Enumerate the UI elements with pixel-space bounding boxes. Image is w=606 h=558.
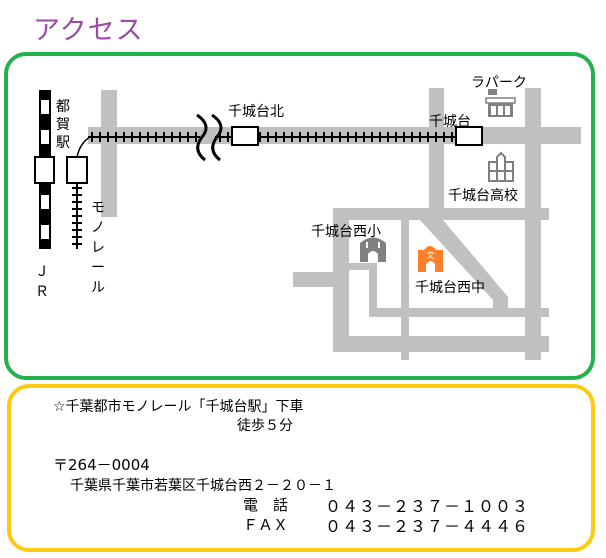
map-break-icon <box>196 113 223 162</box>
fax-label: ＦＡＸ <box>243 516 289 534</box>
chishirodai-label: 千城台 <box>429 114 471 130</box>
store-icon <box>485 89 516 117</box>
road <box>525 88 541 360</box>
road <box>333 208 349 350</box>
roads <box>88 88 581 360</box>
chishirodai-station-box <box>455 126 483 146</box>
middle-school-icon: 文 <box>418 246 443 272</box>
svg-text:文: 文 <box>427 250 435 260</box>
elementary-school-label: 千城台西小 <box>311 224 381 240</box>
lapark-label: ラパーク <box>471 75 527 91</box>
high-school-label: 千城台高校 <box>448 188 518 204</box>
road-main <box>88 127 581 144</box>
access-directions: ☆千葉都市モノレール「千城台駅」下車 <box>53 399 304 415</box>
road <box>349 263 377 270</box>
road <box>369 263 377 317</box>
miyako-station-label: 都賀駅 <box>56 99 70 151</box>
road <box>333 208 549 220</box>
postal-code: 〒264－0004 <box>53 456 150 474</box>
elementary-school-icon <box>360 237 386 262</box>
road <box>333 336 549 352</box>
tel-number: ０４３－２３７－１００３ <box>325 497 530 516</box>
jr-label: ＪＲ <box>35 264 49 300</box>
fax-number: ０４３－２３７－４４４６ <box>325 517 530 536</box>
jr-station-box <box>34 156 55 184</box>
monorail-label: モノレール <box>91 200 105 296</box>
page-title: アクセス <box>33 15 144 46</box>
road <box>401 220 409 360</box>
tel-label: 電 話 <box>243 496 289 514</box>
road <box>369 308 549 317</box>
address: 千葉県千葉市若葉区千城台西２－２０－１ <box>70 478 336 494</box>
road <box>101 90 117 217</box>
walk-time: 徒歩５分 <box>237 418 293 434</box>
chishirodai-kita-station-box <box>231 126 259 146</box>
chishirodai-kita-label: 千城台北 <box>228 104 284 120</box>
road <box>429 88 444 220</box>
miyako-monorail-station-box <box>66 156 88 184</box>
road <box>293 272 333 287</box>
high-school-icon <box>488 151 514 182</box>
map-frame <box>4 52 595 380</box>
middle-school-label: 千城台西中 <box>415 280 485 296</box>
info-frame <box>7 384 595 552</box>
road-diagonal <box>420 220 508 310</box>
